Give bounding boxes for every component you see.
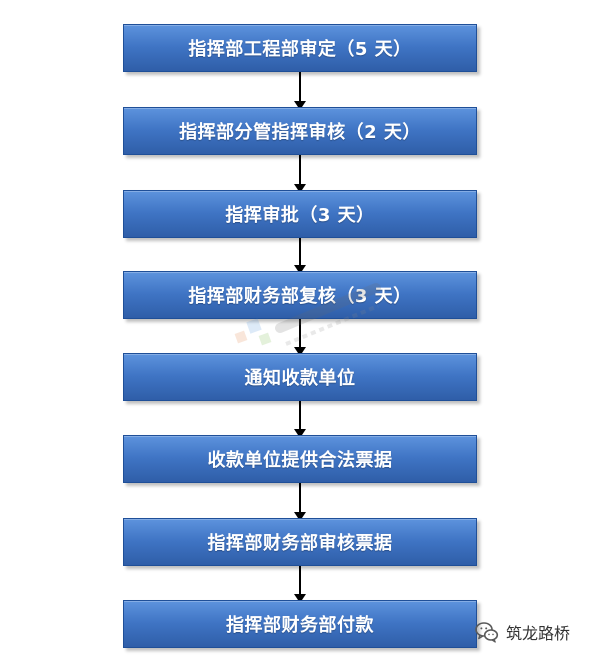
- arrowhead: [294, 347, 306, 356]
- arrowhead: [294, 594, 306, 603]
- arrowhead: [294, 429, 306, 438]
- flow-step-label: 指挥部分管指挥审核（2 天）: [179, 122, 421, 143]
- flow-arrow-6: [294, 483, 306, 521]
- flow-arrow-4: [294, 319, 306, 356]
- flow-step-6: 收款单位提供合法票据: [123, 435, 477, 483]
- flow-step-label: 指挥部财务部复核（3 天）: [188, 286, 412, 307]
- brand-name: 筑龙路桥: [506, 624, 571, 643]
- arrowhead: [294, 265, 306, 274]
- flow-step-label: 指挥审批（3 天）: [225, 205, 375, 226]
- arrowhead: [294, 512, 306, 521]
- flow-arrow-7: [294, 566, 306, 603]
- arrowhead: [294, 184, 306, 193]
- flow-step-4: 指挥部财务部复核（3 天）: [123, 271, 477, 319]
- wechat-icon: [475, 622, 499, 643]
- flow-step-7: 指挥部财务部审核票据: [123, 518, 477, 566]
- flow-step-5: 通知收款单位: [123, 353, 477, 401]
- flow-step-1: 指挥部工程部审定（5 天）: [123, 24, 477, 72]
- flow-step-3: 指挥审批（3 天）: [123, 190, 477, 238]
- flow-step-label: 收款单位提供合法票据: [207, 450, 393, 471]
- flow-step-label: 指挥部工程部审定（5 天）: [188, 39, 412, 60]
- flow-step-8: 指挥部财务部付款: [123, 600, 477, 648]
- flow-arrow-5: [294, 401, 306, 438]
- flow-step-label: 指挥部财务部审核票据: [207, 533, 393, 554]
- flow-arrow-3: [294, 238, 306, 274]
- flow-step-label: 指挥部财务部付款: [226, 615, 374, 636]
- flow-arrow-2: [294, 155, 306, 193]
- flow-step-label: 通知收款单位: [244, 368, 356, 389]
- watermark-logo: [234, 283, 381, 346]
- flow-arrow-1: [294, 72, 306, 110]
- brand-watermark: 筑龙路桥: [474, 617, 594, 647]
- arrowhead: [294, 101, 306, 110]
- flow-step-2: 指挥部分管指挥审核（2 天）: [123, 107, 477, 155]
